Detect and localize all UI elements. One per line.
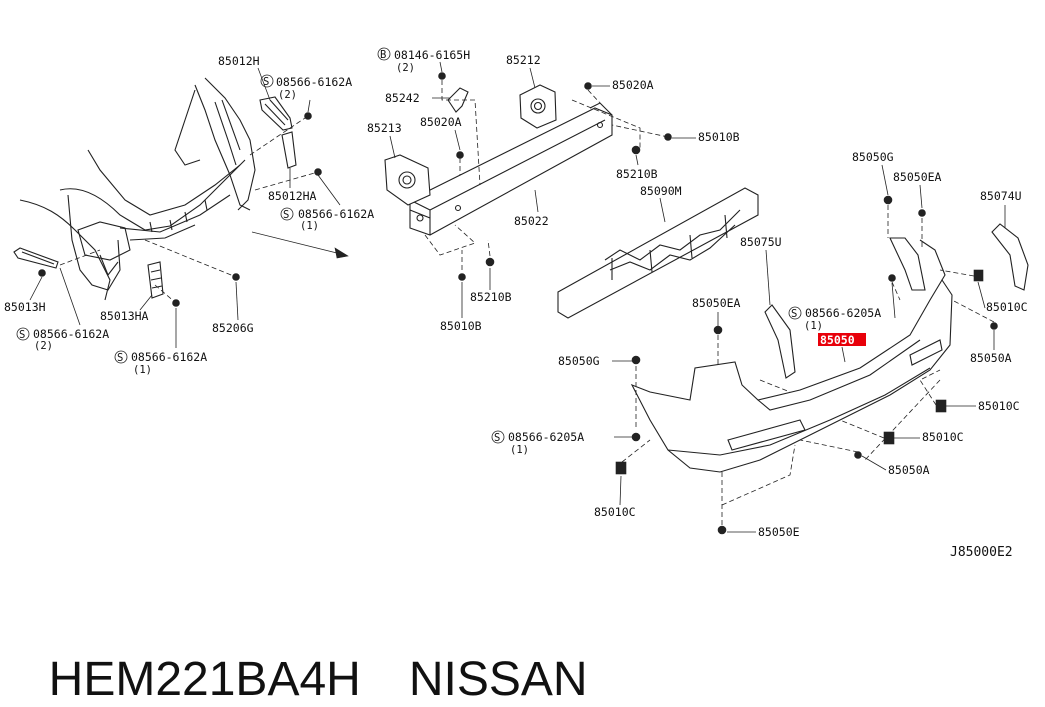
label-85050g: 85050G bbox=[852, 150, 894, 164]
svg-text:S: S bbox=[283, 209, 289, 221]
label-08146-6165h: 08146-6165H bbox=[394, 48, 470, 62]
bracket-85213[interactable] bbox=[384, 154, 431, 206]
label-85010c: 85010C bbox=[986, 300, 1028, 314]
rear-bumper-fascia-85050[interactable] bbox=[630, 237, 953, 473]
label-85010c: 85010C bbox=[594, 505, 636, 519]
label-85012h: 85012H bbox=[218, 54, 260, 68]
label-85090m: 85090M bbox=[640, 184, 682, 198]
label-85213: 85213 bbox=[367, 121, 402, 135]
energy-absorber-85090m[interactable] bbox=[557, 187, 759, 319]
svg-text:(1): (1) bbox=[300, 220, 319, 232]
label-85074u: 85074U bbox=[980, 189, 1022, 203]
clip-icon bbox=[713, 325, 723, 335]
svg-text:(2): (2) bbox=[34, 340, 53, 352]
nut-icon bbox=[631, 145, 641, 155]
clip-icon bbox=[918, 209, 926, 217]
label-85020a: 85020A bbox=[612, 78, 654, 92]
svg-text:S: S bbox=[791, 308, 797, 320]
screw-icon bbox=[304, 112, 312, 120]
clip-icon bbox=[717, 525, 727, 535]
label-85050a: 85050A bbox=[888, 463, 930, 477]
label-85010c: 85010C bbox=[978, 399, 1020, 413]
bolt-icon bbox=[438, 72, 446, 80]
label-85206g: 85206G bbox=[212, 321, 254, 335]
clip-icon bbox=[935, 399, 947, 413]
bracket-85013h[interactable] bbox=[13, 247, 59, 269]
bracket-85075u[interactable] bbox=[764, 304, 796, 379]
bumper-reinforcement-85022[interactable] bbox=[409, 102, 613, 236]
clip-icon bbox=[883, 195, 893, 205]
svg-text:B: B bbox=[380, 49, 386, 61]
clip-icon bbox=[973, 269, 984, 282]
nut-icon bbox=[485, 257, 495, 267]
clip-icon bbox=[631, 355, 641, 365]
bracket-85012ha[interactable] bbox=[281, 131, 297, 169]
bracket-85074u[interactable] bbox=[991, 223, 1029, 291]
bracket-85012h[interactable] bbox=[259, 96, 293, 131]
screw-icon bbox=[888, 274, 896, 282]
screw-icon bbox=[631, 432, 641, 442]
svg-text:S: S bbox=[263, 76, 269, 88]
label-85050-highlight: 85050 bbox=[820, 333, 855, 347]
brand-name: NISSAN bbox=[408, 653, 588, 706]
label-08566-6205a: 08566-6205A bbox=[508, 430, 584, 444]
label-85022: 85022 bbox=[514, 214, 549, 228]
label-85075u: 85075U bbox=[740, 235, 782, 249]
svg-text:(1): (1) bbox=[804, 320, 823, 332]
clip-icon bbox=[883, 431, 895, 445]
label-85012ha: 85012HA bbox=[268, 189, 317, 203]
callout-labels: 85012H S 08566-6162A (2) 85012HA S 08566… bbox=[4, 47, 1028, 560]
label-85050e: 85050E bbox=[758, 525, 800, 539]
svg-text:S: S bbox=[19, 329, 25, 341]
clip-icon bbox=[615, 461, 627, 475]
svg-text:(1): (1) bbox=[510, 444, 529, 456]
label-08566-6205a: 08566-6205A bbox=[805, 306, 881, 320]
part-number: HEM221BA4H bbox=[48, 653, 361, 706]
label-85242: 85242 bbox=[385, 91, 420, 105]
highlighted-part-badge bbox=[818, 333, 866, 346]
label-85013ha: 85013HA bbox=[100, 309, 149, 323]
svg-text:(2): (2) bbox=[278, 89, 297, 101]
label-85050a: 85050A bbox=[970, 351, 1012, 365]
screw-icon bbox=[854, 451, 862, 459]
bolt-icon bbox=[458, 273, 466, 281]
label-08566-6162a: 08566-6162A bbox=[276, 75, 352, 89]
screw-icon bbox=[990, 322, 998, 330]
label-85212: 85212 bbox=[506, 53, 541, 67]
diagram-reference-code: J85000E2 bbox=[950, 545, 1013, 560]
label-08566-6162a: 08566-6162A bbox=[298, 207, 374, 221]
svg-text:(2): (2) bbox=[396, 62, 415, 74]
parts-diagram: 85012H S 08566-6162A (2) 85012HA S 08566… bbox=[4, 47, 1029, 560]
label-08566-6162a: 08566-6162A bbox=[33, 327, 109, 341]
label-85050ea: 85050EA bbox=[893, 170, 942, 184]
label-85050g: 85050G bbox=[558, 354, 600, 368]
svg-text:(1): (1) bbox=[133, 364, 152, 376]
label-85210b: 85210B bbox=[470, 290, 512, 304]
label-85013h: 85013H bbox=[4, 300, 46, 314]
label-85050ea: 85050EA bbox=[692, 296, 741, 310]
bracket-85013ha[interactable] bbox=[147, 261, 164, 299]
label-85210b: 85210B bbox=[616, 167, 658, 181]
svg-text:S: S bbox=[117, 352, 123, 364]
nut-icon bbox=[584, 82, 592, 90]
screw-icon bbox=[38, 269, 46, 277]
label-85020a: 85020A bbox=[420, 115, 462, 129]
vehicle-body-panel bbox=[19, 77, 256, 301]
svg-text:S: S bbox=[494, 432, 500, 444]
direction-arrow bbox=[251, 231, 349, 259]
label-08566-6162a: 08566-6162A bbox=[131, 350, 207, 364]
label-85010b: 85010B bbox=[440, 319, 482, 333]
part-caption: HEM221BA4H NISSAN bbox=[22, 597, 722, 706]
nut-icon bbox=[456, 151, 464, 159]
label-85010c: 85010C bbox=[922, 430, 964, 444]
label-85010b: 85010B bbox=[698, 130, 740, 144]
bracket-85212[interactable] bbox=[519, 84, 557, 129]
